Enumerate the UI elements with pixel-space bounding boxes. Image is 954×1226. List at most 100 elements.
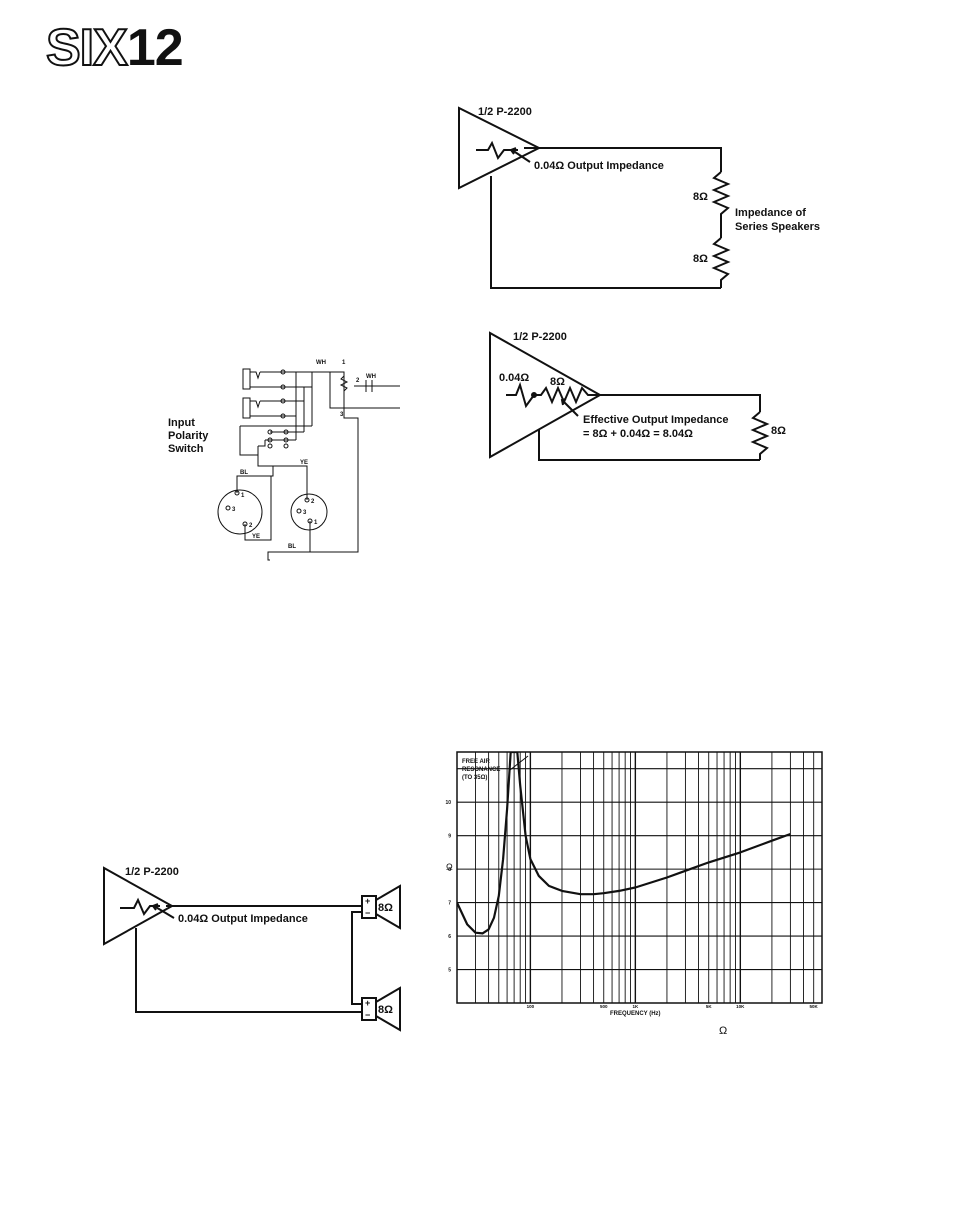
y-tick-label: 10 — [445, 800, 451, 806]
speaker-1-cone — [375, 884, 401, 930]
bl-bottom-label: BL — [288, 544, 296, 550]
out-return — [329, 372, 380, 409]
eff-load-resistor — [750, 411, 770, 460]
eff-series-r: 8Ω — [550, 376, 565, 388]
output-source-resistor — [476, 140, 518, 161]
x-tick-label: 500 — [600, 1004, 608, 1009]
xlr-right-p2: 2 — [311, 499, 315, 505]
xlr-left-p2: 2 — [249, 523, 253, 529]
eff-return-wire — [538, 430, 760, 461]
xlr-right-p1: 1 — [314, 520, 318, 526]
ye-top-label: YE — [300, 460, 308, 466]
six12-logo: SIX12 — [45, 19, 184, 77]
series-load-label-1: Impedance of — [735, 207, 806, 219]
y-tick-label: 9 — [448, 834, 451, 840]
xlr-right-p3: 3 — [303, 510, 307, 516]
switch-contact — [267, 429, 273, 435]
top-wire — [524, 147, 722, 172]
pot-resistor — [339, 375, 349, 392]
bl-wire-bottom — [267, 521, 311, 561]
speaker-1-plus: + — [365, 896, 370, 906]
spk-amp-label: 1/2 P-2200 — [125, 866, 179, 878]
plot-frame — [456, 751, 823, 1004]
eff-src-r: 0.04Ω — [499, 372, 529, 384]
chart-caption-symbol: Ω — [719, 1025, 727, 1037]
node-dot — [531, 392, 537, 398]
speaker-2-minus: − — [365, 1010, 370, 1020]
return-wire — [490, 176, 721, 289]
eff-load-r: 8Ω — [771, 425, 786, 437]
xlr-right — [290, 493, 328, 531]
amplifier-triangle-3 — [103, 866, 175, 946]
series-r1: 8Ω — [693, 191, 708, 203]
diagram-polarity-switch — [217, 368, 400, 561]
spk-arrow — [153, 905, 175, 919]
bl-top-label: BL — [240, 470, 248, 476]
jack-bottom — [242, 397, 251, 419]
x-tick-label: 1K — [632, 1004, 639, 1009]
switch-contact — [283, 429, 289, 435]
pin3-label: 3 — [340, 412, 344, 418]
speaker-1-minus: − — [365, 908, 370, 918]
switch-contact — [283, 437, 289, 443]
amplifier-triangle-2 — [489, 331, 603, 459]
node — [280, 413, 286, 419]
ye-wire-top — [290, 465, 308, 500]
eff-top-wire — [600, 394, 761, 412]
speaker-1-label: 8Ω — [378, 902, 393, 914]
annotation-arrow — [509, 755, 529, 771]
speaker-2-plus: + — [365, 998, 370, 1008]
series-r2: 8Ω — [693, 253, 708, 265]
eff-label-2: = 8Ω + 0.04Ω = 8.04Ω — [583, 428, 693, 440]
jack-top-tip — [250, 371, 261, 380]
load-resistor-2 — [711, 237, 731, 288]
chart-xlabel: FREQUENCY (Hz) — [610, 1011, 661, 1017]
load-resistor-1 — [711, 171, 731, 238]
pot-wire — [320, 371, 345, 408]
speaker-2-label: 8Ω — [378, 1004, 393, 1016]
diagram-series-load — [458, 106, 731, 289]
eff-amp-label: 1/2 P-2200 — [513, 331, 567, 343]
y-tick-label: 5 — [448, 968, 451, 974]
switch-wire-5 — [257, 446, 290, 467]
pin2-label: 2 — [356, 378, 360, 384]
wh-top-label: WH — [316, 360, 326, 366]
logo-12: 12 — [126, 19, 184, 77]
node — [280, 369, 286, 375]
switch-contact — [267, 437, 273, 443]
wh-right-label: WH — [366, 374, 376, 380]
xlr-left-pin3 — [225, 505, 231, 511]
xlr-left-p3: 3 — [232, 507, 236, 513]
series-amp-label: 1/2 P-2200 — [478, 106, 532, 118]
spk-output-impedance: 0.04Ω Output Impedance — [178, 913, 308, 925]
src-resistor-2 — [506, 381, 535, 409]
ground-loop — [310, 408, 359, 553]
switch-wire-2 — [239, 426, 258, 456]
series-output-impedance: 0.04Ω Output Impedance — [534, 160, 664, 172]
switch-wire-6 — [258, 440, 266, 447]
node — [280, 398, 286, 404]
spk-return-wire — [135, 928, 362, 1013]
ye-wire-bottom — [244, 476, 272, 541]
diagram-speakers — [103, 866, 401, 1032]
amplifier-triangle — [458, 106, 542, 190]
spk-arrow-head — [151, 903, 159, 911]
chart-annotation-1: FREE AIR — [462, 759, 490, 765]
x-tick-label: 10K — [736, 1004, 745, 1009]
xlr-right-pin3 — [296, 508, 302, 514]
pin1-label: 1 — [342, 360, 346, 366]
x-tick-label: 5K — [706, 1004, 713, 1009]
impedance-arrow — [511, 149, 531, 163]
impedance-curve — [457, 752, 791, 935]
polarity-title-1: Input — [168, 417, 195, 429]
node — [280, 384, 286, 390]
jack-top — [242, 368, 251, 390]
eff-label-1: Effective Output Impedance — [583, 414, 728, 426]
bl-wire-top — [236, 466, 274, 493]
switch-contact — [283, 443, 289, 449]
chart-ylabel: Ω — [446, 862, 453, 872]
arrow-head — [509, 147, 517, 155]
jack-bottom-tip — [250, 400, 261, 409]
